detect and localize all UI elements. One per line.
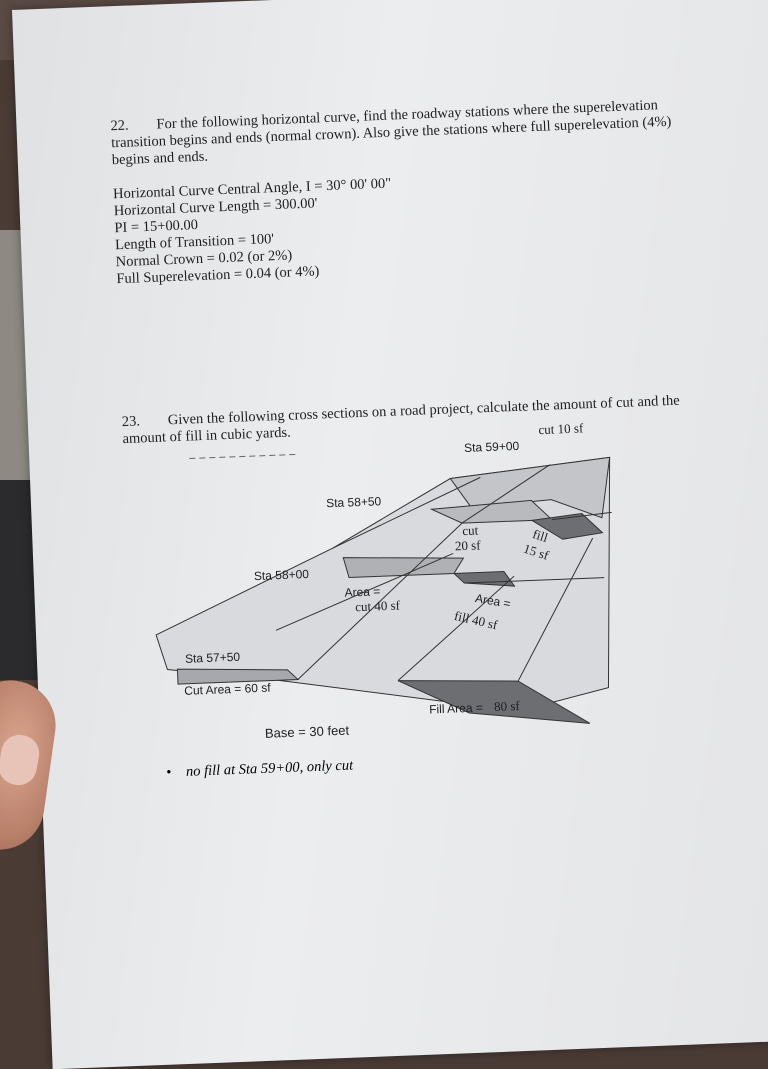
label-fill-area: Fill Area = — [428, 700, 484, 717]
label-sta-5900: Sta 59+00 — [463, 438, 520, 455]
q22-number: 22. — [110, 117, 129, 135]
label-cut-20: 20 sf — [454, 537, 481, 554]
label-fill-80: 80 sf — [493, 698, 521, 715]
cross-section-drawing — [155, 453, 612, 724]
label-sta-5850: Sta 58+50 — [325, 494, 382, 511]
q23-number: 23. — [121, 413, 141, 431]
paper-sheet: 22. For the following horizontal curve, … — [12, 0, 768, 1069]
label-cut-40: cut 40 sf — [354, 597, 401, 615]
label-cut-10: cut 10 sf — [538, 420, 584, 438]
cross-section-diagram: Sta 59+00 cut 10 sf Sta 58+50 cut 20 sf … — [128, 417, 640, 766]
label-area-cut: Area = — [344, 584, 381, 600]
label-sta-5800: Sta 58+00 — [253, 567, 310, 584]
label-sta-5750: Sta 57+50 — [184, 649, 241, 666]
